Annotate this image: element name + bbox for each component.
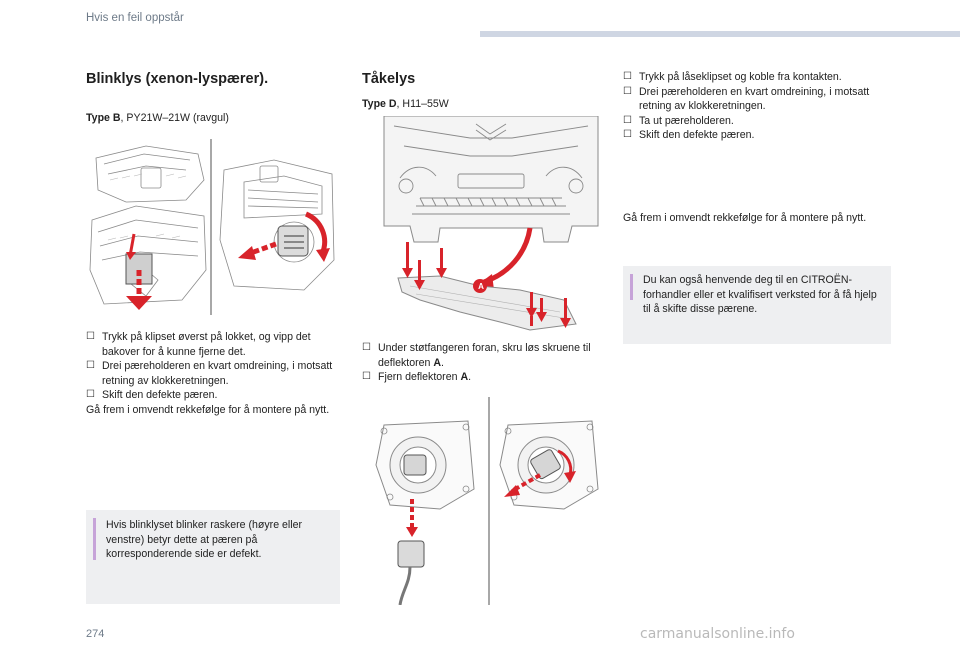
checkbox-icon: ☐ <box>623 129 632 141</box>
type-b-spec: Type B, PY21W–21W (ravgul) <box>86 111 229 126</box>
watermark: carmanualsonline.info <box>640 626 795 642</box>
callout-a-label: A <box>478 282 484 291</box>
checkbox-icon: ☐ <box>623 85 632 97</box>
checkbox-icon: ☐ <box>362 371 371 383</box>
section-title-blinklys: Blinklys (xenon-lyspærer). <box>86 71 269 87</box>
fog-lamp-illustration-left <box>370 405 482 605</box>
type-value: , H11–55W <box>396 98 449 110</box>
section-title-takelys: Tåkelys <box>362 71 416 87</box>
list-item: ☐Drei pæreholderen en kvart omdreining, … <box>623 85 870 113</box>
list-item: ☐Trykk på låseklipset og koble fra konta… <box>623 71 842 83</box>
illustration-separator-middle <box>488 397 490 605</box>
checkbox-icon: ☐ <box>362 342 371 353</box>
type-value: , PY21W–21W (ravgul) <box>120 112 229 124</box>
fog-reassemble-text: Gå frem i omvendt rekkefølge for å monte… <box>623 212 867 224</box>
list-item: ☐Trykk på klipset øverst på lokket, og v… <box>86 331 311 358</box>
blinker-illustration-bulbholder <box>214 150 340 300</box>
list-item: ☐Fjern deflektoren A. <box>362 371 472 384</box>
type-d-spec: Type D, H11–55W <box>362 97 449 112</box>
blinker-illustration-housing <box>86 140 210 310</box>
blinker-steps-list: ☐Trykk på klipset øverst på lokket, og v… <box>86 330 340 403</box>
checkbox-icon: ☐ <box>86 331 95 342</box>
fog-steps-list: ☐Under støtfangeren foran, skru løs skru… <box>362 341 612 385</box>
blinker-note-box: Hvis blinklyset blinker raskere (høyre e… <box>86 510 340 604</box>
list-item: ☐Skift den defekte pæren. <box>623 129 755 142</box>
checkbox-icon: ☐ <box>623 114 632 126</box>
running-header: Hvis en feil oppstår <box>86 12 184 24</box>
checkbox-icon: ☐ <box>86 389 95 401</box>
list-item: ☐Under støtfangeren foran, skru løs skru… <box>362 342 591 369</box>
fog-steps-continued-list: ☐Trykk på låseklipset og koble fra konta… <box>623 70 887 143</box>
note-accent-bar <box>93 518 96 560</box>
fog-note-box: Du kan også henvende deg til en CITROËN-… <box>623 266 891 344</box>
header-bar <box>480 31 960 37</box>
fog-note-text: Du kan også henvende deg til en CITROËN-… <box>643 274 877 316</box>
checkbox-icon: ☐ <box>86 360 95 372</box>
fog-lamp-illustration-right <box>494 405 606 525</box>
list-item: ☐Ta ut pæreholderen. <box>623 114 734 127</box>
checkbox-icon: ☐ <box>623 71 632 82</box>
fog-light-bumper-illustration <box>380 116 602 340</box>
blinker-reassemble-text: Gå frem i omvendt rekkefølge for å monte… <box>86 404 330 416</box>
callout-a-marker <box>473 279 487 293</box>
type-label: Type D <box>362 98 397 110</box>
blinker-note-text: Hvis blinklyset blinker raskere (høyre e… <box>106 519 303 561</box>
note-accent-bar <box>630 274 633 300</box>
type-label: Type B <box>86 112 121 124</box>
illustration-separator-left <box>210 139 212 315</box>
page-number: 274 <box>86 628 105 640</box>
list-item: ☐Drei pæreholderen en kvart omdreining, … <box>86 360 333 387</box>
list-item: ☐Skift den defekte pæren. <box>86 389 218 402</box>
